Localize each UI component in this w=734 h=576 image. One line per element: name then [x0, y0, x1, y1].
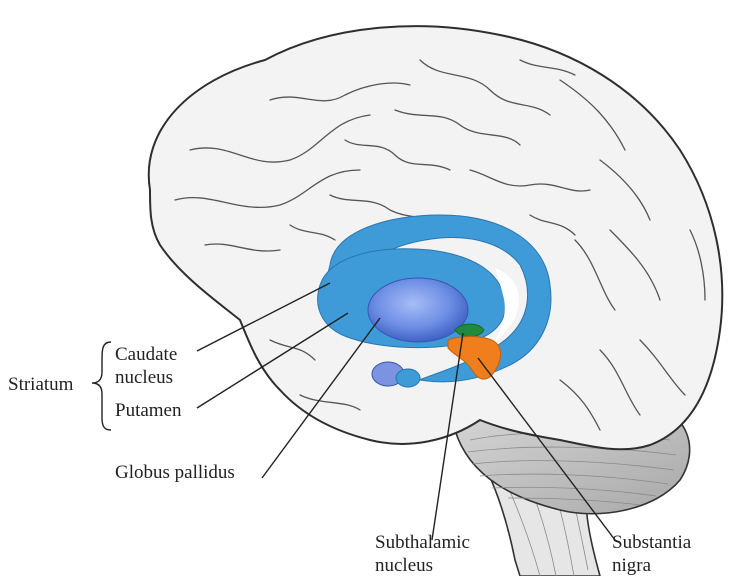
label-globus-pallidus: Globus pallidus	[115, 462, 235, 483]
striatum-brace	[92, 342, 111, 430]
label-subthalamic-line2: nucleus	[375, 555, 433, 576]
label-substantia-line1: Substantia	[612, 532, 692, 553]
globus-pallidus	[368, 278, 468, 342]
caudate-tail-end	[396, 369, 420, 387]
label-subthalamic-line1: Subthalamic	[375, 532, 470, 553]
label-caudate-line1: Caudate	[115, 344, 177, 365]
label-striatum: Striatum	[8, 374, 74, 395]
label-substantia-line2: nigra	[612, 555, 652, 576]
label-caudate-line2: nucleus	[115, 367, 173, 388]
label-putamen: Putamen	[115, 400, 182, 421]
